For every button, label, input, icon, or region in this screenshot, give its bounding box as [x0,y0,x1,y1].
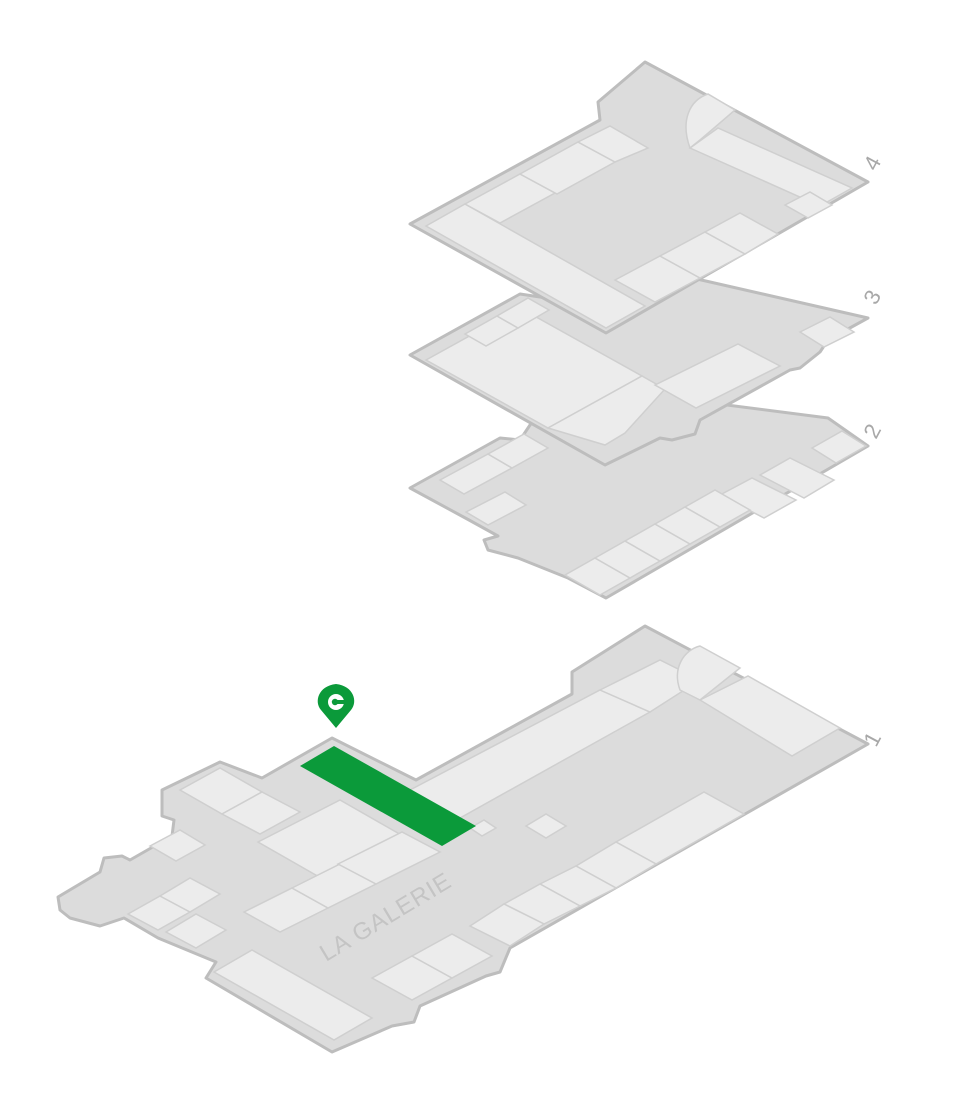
location-pin-icon[interactable] [317,684,355,728]
floor-1[interactable]: LA GALERIE 1 [56,624,886,1054]
floor-3[interactable]: 3 [408,263,886,467]
selected-store[interactable] [300,746,476,846]
floor-label-3: 3 [858,286,886,309]
floor-2[interactable]: 2 [408,388,886,600]
floor-label-2: 2 [858,420,886,443]
floor-label-4: 4 [858,152,886,175]
floor-4[interactable]: 4 [408,60,886,335]
